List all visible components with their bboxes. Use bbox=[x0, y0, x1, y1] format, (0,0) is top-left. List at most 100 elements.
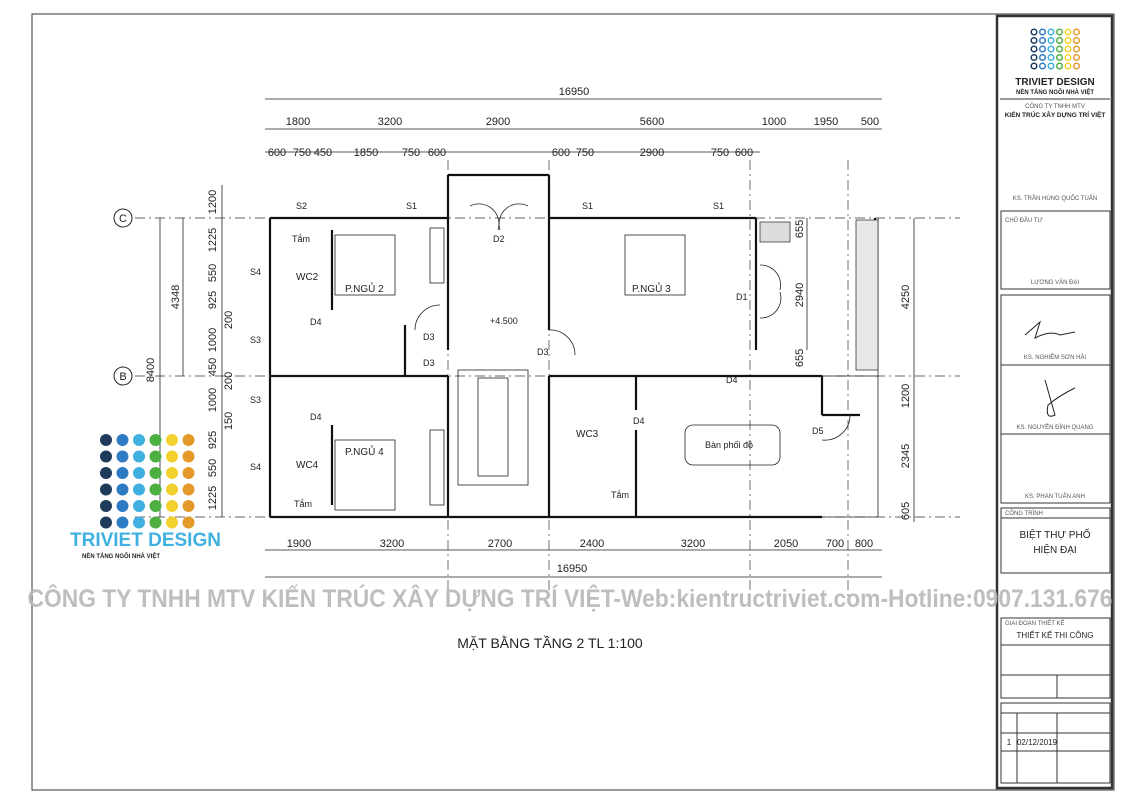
window-tag: S1 bbox=[406, 201, 417, 211]
dim: 1225 bbox=[207, 486, 219, 510]
dim: 655 bbox=[794, 220, 806, 238]
logo-dot bbox=[1055, 62, 1064, 70]
logo-dot bbox=[166, 500, 178, 512]
logo-dot bbox=[182, 516, 195, 529]
door-tag: D1 bbox=[736, 292, 748, 302]
logo-dot bbox=[1055, 28, 1064, 36]
tb-project-2: HIỆN ĐẠI bbox=[1033, 543, 1076, 556]
logo-dot bbox=[1038, 62, 1047, 70]
tb-project-label: CÔNG TRÌNH bbox=[1005, 510, 1043, 517]
dim: 1950 bbox=[814, 116, 838, 128]
tb-owner: LƯƠNG VĂN ĐẠI bbox=[1031, 279, 1080, 286]
tb-stage-label: GIAI ĐOẠN THIẾT KẾ bbox=[1005, 620, 1064, 627]
room-wc3: WC3 bbox=[576, 429, 599, 440]
staircase bbox=[457, 369, 529, 486]
logo-dot bbox=[1047, 45, 1055, 53]
watermark: CÔNG TY TNHH MTV KIẾN TRÚC XÂY DỰNG TRÍ … bbox=[28, 583, 1113, 613]
logo-dot bbox=[1055, 36, 1064, 45]
tb-rev-no: 1 bbox=[1007, 738, 1012, 747]
dim: 200 bbox=[223, 372, 235, 390]
door-tag: D4 bbox=[310, 412, 322, 422]
logo-dot bbox=[182, 450, 195, 463]
dim: 500 bbox=[861, 116, 879, 128]
logo-dot bbox=[182, 467, 195, 479]
logo-dot bbox=[1030, 36, 1038, 45]
wardrobe bbox=[429, 227, 445, 284]
tb-owner-label: CHỦ ĐẦU TƯ bbox=[1005, 217, 1043, 224]
tb-rev-date: 02/12/2019 bbox=[1017, 738, 1058, 747]
dim: 1000 bbox=[762, 116, 786, 128]
window-tag: S1 bbox=[582, 201, 593, 211]
tb-tagline: NỀN TẢNG NGÔI NHÀ VIỆT bbox=[1016, 88, 1094, 96]
logo-dot bbox=[166, 483, 178, 496]
logo-dot bbox=[1064, 45, 1072, 53]
dim: 550 bbox=[207, 264, 219, 282]
dim: 3200 bbox=[681, 538, 705, 550]
dim: 2050 bbox=[774, 538, 798, 550]
logo-dot bbox=[1030, 28, 1038, 36]
dim: 2700 bbox=[488, 538, 512, 550]
door-tag: D3 bbox=[423, 358, 435, 368]
dim: 1225 bbox=[207, 228, 219, 252]
bed-4 bbox=[334, 439, 396, 511]
dim: 605 bbox=[900, 502, 912, 520]
room-labels: P.NGỦ 2 P.NGỦ 3 P.NGỦ 4 WC2 WC3 WC4 Bàn … bbox=[292, 234, 753, 509]
dim: 5600 bbox=[640, 116, 664, 128]
dim: 4250 bbox=[900, 285, 912, 309]
axis-bubble-c bbox=[113, 208, 133, 228]
window-tag: S4 bbox=[250, 462, 261, 472]
logo-dot bbox=[1030, 53, 1038, 62]
dim: 750 bbox=[293, 147, 311, 159]
title-block-frame bbox=[995, 14, 1114, 790]
logo-dot bbox=[116, 500, 129, 512]
bed-2 bbox=[334, 234, 396, 296]
right-dimensions: 655 2940 655 4250 1200 2345 605 bbox=[794, 218, 915, 522]
logo-dot bbox=[100, 483, 112, 496]
axis-label-b: B bbox=[119, 371, 126, 383]
logo-dot bbox=[100, 434, 112, 446]
logo-dot bbox=[1072, 28, 1081, 36]
logo-dot bbox=[1047, 36, 1055, 45]
tb-company-prefix: CÔNG TY TNHH MTV bbox=[1025, 103, 1085, 110]
furniture bbox=[334, 203, 879, 511]
logo-dot bbox=[100, 500, 112, 512]
logo-dot bbox=[116, 467, 129, 479]
dim: 2400 bbox=[580, 538, 604, 550]
logo-dot bbox=[1064, 36, 1072, 45]
axis-bubble-b bbox=[113, 366, 133, 386]
room-bedroom-2: P.NGỦ 2 bbox=[345, 282, 384, 295]
dim: 800 bbox=[855, 538, 873, 550]
logo-dot bbox=[100, 450, 112, 463]
bath-label: Tắm bbox=[292, 234, 310, 244]
room-bedroom-4: P.NGỦ 4 bbox=[345, 445, 384, 458]
logo-dot bbox=[1064, 62, 1072, 70]
logo-dot bbox=[166, 467, 178, 479]
opening-tags: S2 S1 S1 S1 S4 S3 S3 S4 D2 D4 D3 D3 D3 D… bbox=[250, 201, 824, 472]
top-dimensions: 16950 1800 3200 2900 5600 1000 1950 500 … bbox=[265, 86, 882, 159]
level-mark: +4.500 bbox=[490, 316, 518, 326]
title-block: TRIVIET DESIGN NỀN TẢNG NGÔI NHÀ VIỆT CÔ… bbox=[1000, 28, 1111, 784]
tb-stage: THIẾT KẾ THI CÔNG bbox=[1016, 630, 1093, 640]
signature-2 bbox=[1044, 379, 1076, 417]
dim: 2345 bbox=[900, 444, 912, 468]
dim: 4348 bbox=[170, 285, 182, 309]
logo-dot bbox=[1030, 62, 1038, 70]
logo-dot bbox=[149, 483, 162, 496]
logo-dot bbox=[1038, 28, 1047, 36]
window-tag: S3 bbox=[250, 335, 261, 345]
dim: 550 bbox=[207, 459, 219, 477]
window-tag: S1 bbox=[713, 201, 724, 211]
dim-total-bottom: 16950 bbox=[557, 563, 588, 575]
door-tag: D4 bbox=[310, 317, 322, 327]
window-tag: S3 bbox=[250, 395, 261, 405]
dim: 450 bbox=[314, 147, 332, 159]
logo-dot bbox=[1047, 28, 1055, 36]
logo-dot bbox=[1038, 45, 1047, 53]
logo-dot bbox=[166, 434, 178, 446]
dim: 925 bbox=[207, 431, 219, 449]
dim: 600 bbox=[428, 147, 446, 159]
bath-label: Tắm bbox=[611, 490, 629, 500]
logo-dot bbox=[116, 516, 129, 529]
logo-dot bbox=[1038, 53, 1047, 62]
